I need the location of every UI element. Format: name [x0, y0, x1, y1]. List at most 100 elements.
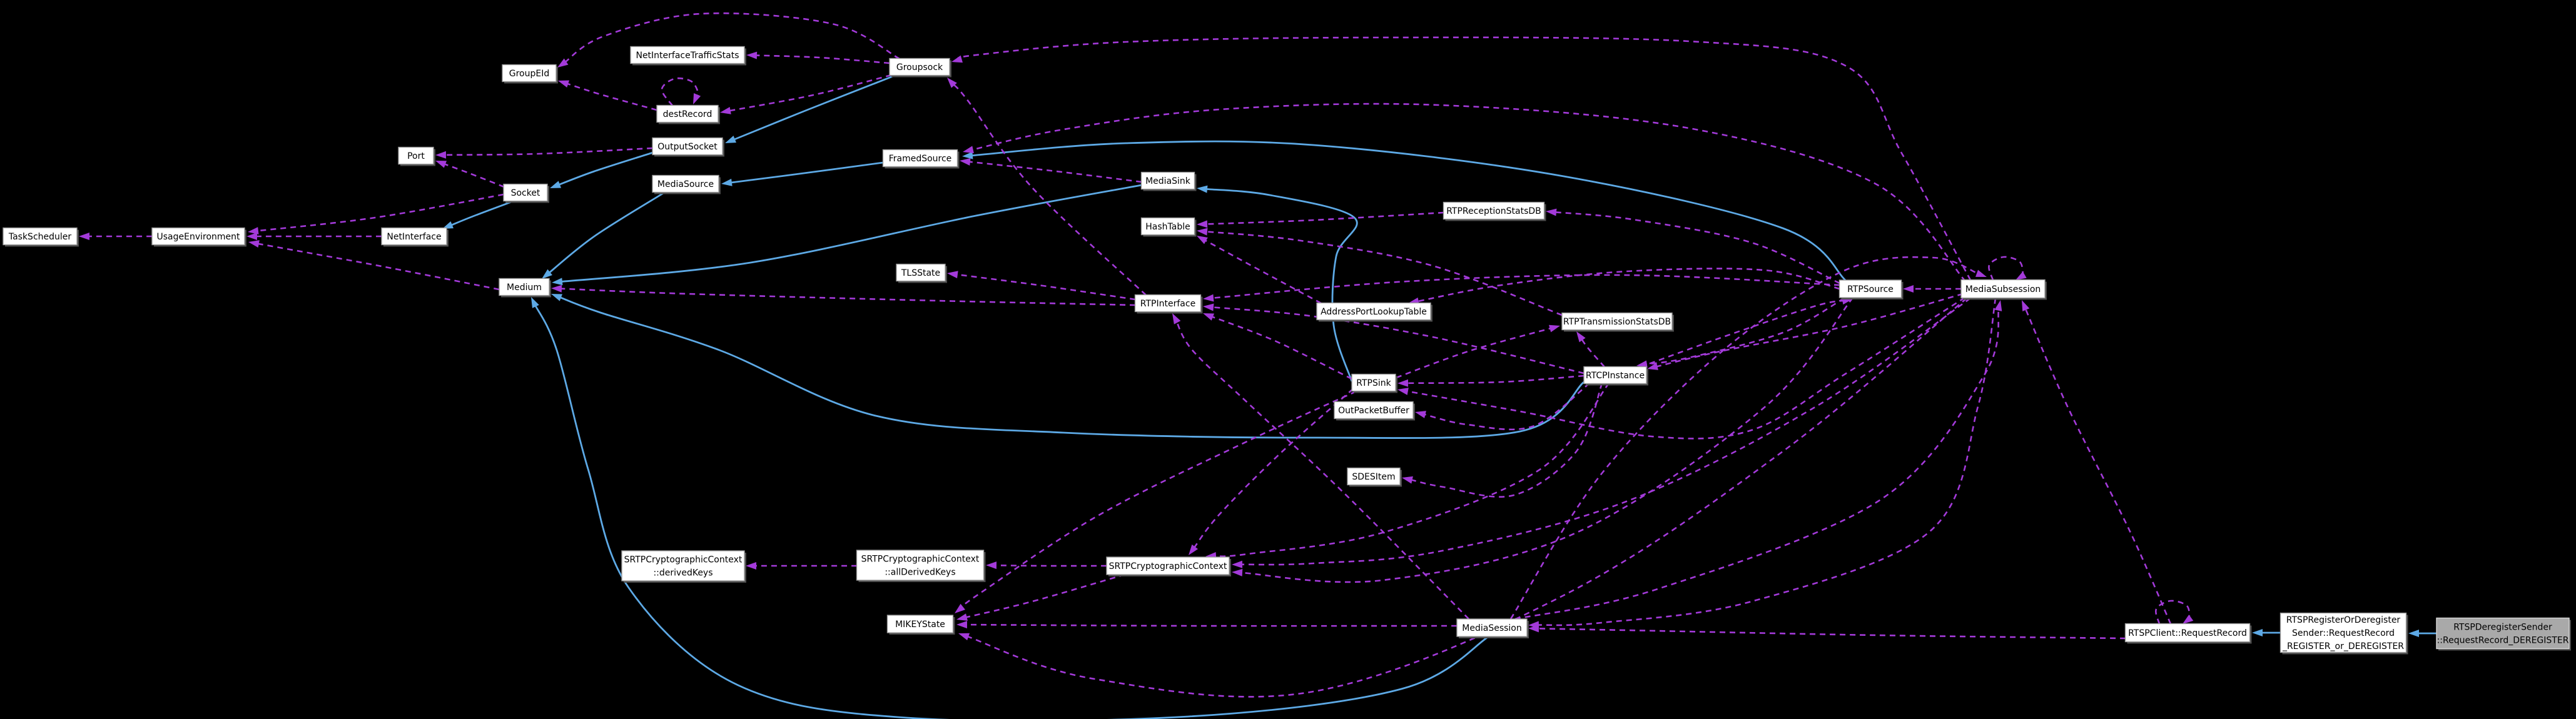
node-box	[2124, 623, 2251, 643]
node-box	[856, 550, 985, 581]
node-rtp-transmission-stats-db[interactable]: RTPTransmissionStatsDB	[1561, 312, 1674, 332]
node-task-scheduler[interactable]: TaskScheduler	[3, 227, 79, 247]
node-out-packet-buffer[interactable]: OutPacketBuffer	[1334, 401, 1415, 421]
edge-rtp-reception-stats-db-hash-table	[1204, 211, 1444, 225]
arrowhead-media-subsession-media-subsession	[2016, 271, 2027, 280]
node-tls-state[interactable]: TLSState	[896, 263, 947, 283]
arrowhead-dest-record-dest-record	[693, 93, 701, 104]
arrowhead-rtsp-reg-dereg-request-record-rtsp-client-request-record	[2252, 629, 2263, 636]
node-label: destRecord	[663, 109, 712, 119]
node-media-subsession[interactable]: MediaSubsession	[1960, 279, 2047, 300]
node-media-source[interactable]: MediaSource	[652, 174, 721, 194]
edge-rtp-source-rtcp-instance	[1643, 297, 1845, 366]
node-groupsock[interactable]: Groupsock	[889, 58, 951, 78]
node-label: TaskScheduler	[8, 232, 72, 242]
edge-rtp-source-rtp-reception-stats-db	[1553, 211, 1840, 284]
node-rtcp-instance[interactable]: RTCPInstance	[1583, 366, 1648, 386]
edge-rtp-sink-mikey-state	[960, 390, 1357, 610]
node-rtp-interface[interactable]: RTPInterface	[1134, 294, 1203, 314]
edge-media-subsession-framed-source	[970, 103, 1966, 282]
node-box	[1140, 217, 1195, 236]
edge-media-sink-framed-source	[966, 161, 1142, 183]
node-output-socket[interactable]: OutputSocket	[652, 137, 724, 157]
arrowhead-rtcp-instance-rtp-interface	[1203, 303, 1214, 311]
arrowhead-medium-usage-environment	[248, 240, 260, 248]
arrowhead-media-source-medium	[542, 269, 552, 279]
node-box	[1838, 279, 1902, 298]
arrowhead-rtsp-client-request-record-media-subsession	[2022, 300, 2030, 311]
node-media-sink[interactable]: MediaSink	[1140, 171, 1197, 191]
node-srtp-all-derived-keys[interactable]: SRTPCryptographicContext::allDerivedKeys	[856, 550, 986, 582]
arrowhead-media-subsession-framed-source	[963, 146, 974, 154]
node-framed-source[interactable]: FramedSource	[882, 149, 960, 169]
node-box	[1583, 366, 1647, 385]
arrowhead-media-session-medium	[531, 297, 539, 308]
node-usage-environment[interactable]: UsageEnvironment	[151, 227, 246, 247]
arrowhead-media-session-rtp-interface	[1172, 313, 1181, 324]
node-box	[1347, 467, 1401, 486]
arrowhead-rtcp-instance-sdes-item	[1402, 476, 1413, 484]
node-hash-table[interactable]: HashTable	[1140, 217, 1197, 237]
arrowhead-usage-environment-task-scheduler	[79, 233, 89, 240]
node-label: MediaSource	[657, 179, 714, 189]
node-net-interface-traffic-stats[interactable]: NetInterfaceTrafficStats	[630, 46, 746, 66]
edge-srtp-cryptographic-context-srtp-all-derived-keys	[993, 564, 1107, 567]
node-box	[1334, 401, 1414, 420]
arrowhead-rtp-interface-medium	[551, 284, 562, 293]
node-rtp-sink[interactable]: RTPSink	[1351, 373, 1397, 393]
arrowhead-rtp-reception-stats-db-hash-table	[1197, 220, 1208, 228]
edge-groupsock-group-eid	[563, 12, 900, 64]
arrowhead-media-sink-framed-source	[960, 158, 971, 166]
node-sdes-item[interactable]: SDESItem	[1347, 467, 1402, 487]
edge-media-subsession-media-session	[1535, 298, 1997, 626]
node-label: HashTable	[1145, 222, 1190, 232]
node-label: MIKEYState	[895, 620, 945, 630]
node-label: SRTPCryptographicContext::derivedKeys	[624, 555, 743, 578]
edge-dest-record-group-eid	[565, 82, 657, 111]
node-box	[896, 263, 946, 282]
arrowhead-rtp-transmission-stats-db-hash-table	[1197, 228, 1208, 236]
edge-rtcp-instance-srtp-cryptographic-context	[1212, 383, 1610, 558]
arrowhead-net-interface-usage-environment	[246, 233, 257, 240]
node-port[interactable]: Port	[398, 146, 435, 166]
node-mikey-state[interactable]: MIKEYState	[886, 615, 955, 635]
node-medium[interactable]: Medium	[499, 278, 551, 298]
arrowhead-rtp-sink-rtp-interface	[1203, 313, 1215, 321]
node-srtp-derived-keys[interactable]: SRTPCryptographicContext::derivedKeys	[621, 550, 746, 583]
node-group-eid[interactable]: GroupEId	[502, 64, 558, 84]
node-media-session[interactable]: MediaSession	[1456, 618, 1529, 638]
node-label: TLSState	[901, 268, 940, 278]
edge-media-subsession-rtcp-instance	[1654, 293, 1964, 368]
node-label: RTPInterface	[1140, 299, 1195, 309]
edge-groupsock-dest-record	[727, 74, 892, 113]
arrowhead-socket-net-interface	[442, 221, 454, 229]
node-label: OutputSocket	[657, 142, 718, 152]
node-box	[151, 227, 245, 246]
edge-media-subsession-rtp-sink	[1404, 296, 1965, 440]
arrowhead-media-subsession-rtp-source	[1903, 285, 1914, 293]
arrowhead-media-subsession-rtp-sink	[1397, 388, 1409, 395]
edge-groupsock-output-socket	[731, 74, 895, 141]
arrowhead-srtp-cryptographic-context-srtp-all-derived-keys	[986, 561, 997, 570]
arrowhead-media-session-media-subsession	[1975, 269, 1987, 277]
edge-output-socket-socket	[556, 151, 656, 187]
node-rtsp-client-request-record[interactable]: RTSPClient::RequestRecord	[2124, 623, 2252, 644]
arrowhead-rtsp-dereg-request-record-rtsp-reg-dereg-request-record	[2408, 630, 2419, 637]
arrowhead-srtp-all-derived-keys-srtp-derived-keys	[746, 562, 756, 570]
node-rtp-source[interactable]: RTPSource	[1838, 279, 1904, 299]
node-label: GroupEId	[509, 69, 549, 79]
node-rtp-reception-stats-db[interactable]: RTPReceptionStatsDB	[1443, 201, 1546, 221]
node-socket[interactable]: Socket	[503, 183, 549, 203]
node-net-interface[interactable]: NetInterface	[381, 227, 449, 247]
node-rtsp-dereg-request-record[interactable]: RTSPDeregisterSender::RequestRecord_DERE…	[2436, 617, 2571, 651]
node-address-port-lookup-table[interactable]: AddressPortLookupTable	[1316, 302, 1433, 322]
node-srtp-cryptographic-context[interactable]: SRTPCryptographicContext	[1106, 556, 1231, 576]
arrowhead-rtcp-instance-medium	[551, 294, 563, 301]
node-label: RTPSink	[1356, 378, 1391, 388]
node-box	[398, 146, 434, 165]
node-label: RTPReceptionStatsDB	[1446, 206, 1541, 216]
node-dest-record[interactable]: destRecord	[656, 104, 720, 124]
